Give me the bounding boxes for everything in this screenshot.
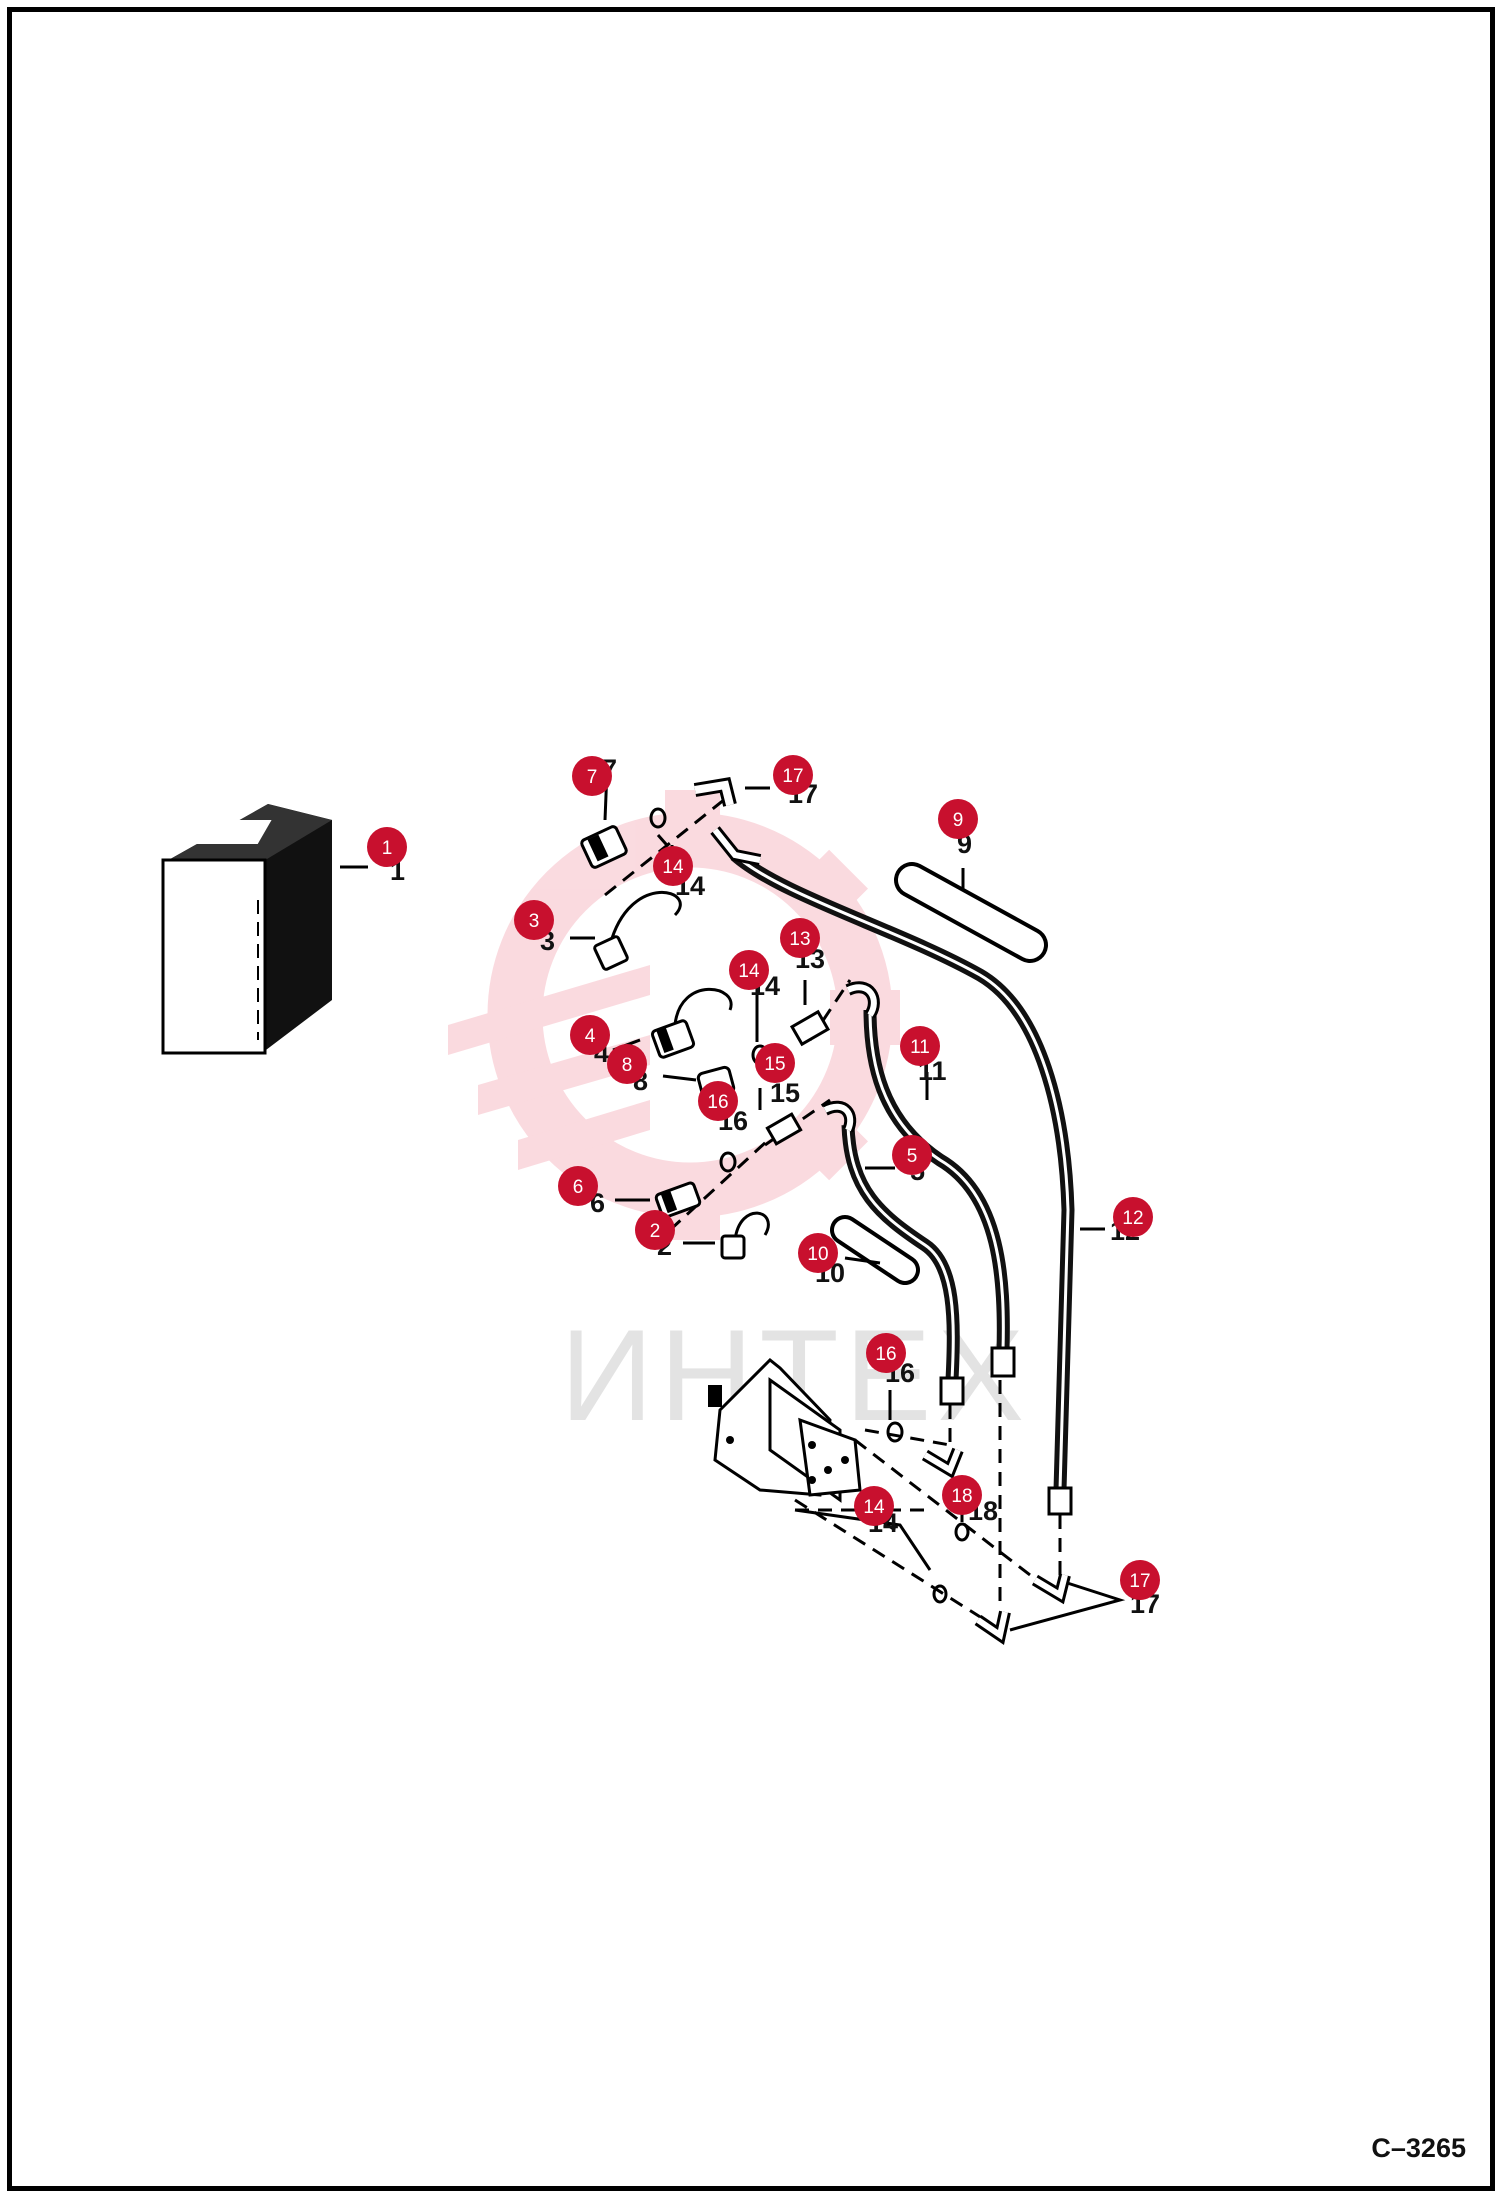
callout-5-text: 5 (907, 1146, 918, 1167)
elbow-17b-upper (1031, 1573, 1071, 1605)
bracket-lines (794, 1508, 1126, 1632)
callout-12[interactable]: 12 (1113, 1197, 1153, 1237)
battery-icon (161, 804, 332, 1055)
callout-9-text: 9 (953, 810, 964, 831)
callout-11-text: 11 (910, 1037, 930, 1058)
callout-13[interactable]: 13 (780, 918, 820, 958)
fitting-7 (580, 825, 628, 869)
elbow-17a (693, 777, 737, 807)
callout-14-low[interactable]: 14 (854, 1486, 894, 1526)
figure-id: C–3265 (1371, 2133, 1466, 2163)
callout-18-text: 18 (951, 1486, 972, 1507)
fitting-with-cap-3 (593, 891, 682, 971)
callout-16-mid[interactable]: 16 (698, 1081, 738, 1121)
callout-1-text: 1 (382, 838, 393, 859)
callout-14-low-text: 14 (863, 1497, 885, 1518)
callout-10-text: 10 (807, 1244, 828, 1265)
callout-14-top[interactable]: 14 (653, 846, 693, 886)
callout-markers[interactable]: 7 17 1 9 14 3 13 14 4 8 15 16 11 5 6 2 1… (367, 755, 1160, 1600)
callout-2-text: 2 (650, 1221, 661, 1242)
callout-14-mid-text: 14 (738, 961, 760, 982)
callout-17-top[interactable]: 17 (773, 755, 813, 795)
callout-16-low-text: 16 (875, 1344, 896, 1365)
callout-10[interactable]: 10 (798, 1233, 838, 1273)
coupler-6 (654, 1181, 702, 1219)
page-frame (7, 7, 1495, 2191)
callout-6-text: 6 (573, 1177, 584, 1198)
connector-15 (765, 1112, 803, 1146)
o-ring-18 (954, 1522, 970, 1542)
callout-15[interactable]: 15 (755, 1043, 795, 1083)
callout-14-top-text: 14 (662, 857, 684, 878)
callout-17-top-text: 17 (782, 766, 803, 787)
callout-17-low[interactable]: 17 (1120, 1560, 1160, 1600)
hose-end-fitting (1047, 1486, 1073, 1516)
callout-11[interactable]: 11 (900, 1026, 940, 1066)
callout-18[interactable]: 18 (942, 1475, 982, 1515)
coupler-4 (650, 987, 733, 1059)
callout-16-low[interactable]: 16 (866, 1333, 906, 1373)
callout-17-low-text: 17 (1129, 1571, 1150, 1592)
label-15: 15 (770, 1078, 800, 1108)
nut-2 (720, 1211, 770, 1260)
callout-5[interactable]: 5 (892, 1135, 932, 1175)
callout-8-text: 8 (622, 1055, 633, 1076)
callout-4[interactable]: 4 (570, 1015, 610, 1055)
elbow-17b-lower (974, 1610, 1011, 1645)
o-ring-16b (886, 1421, 904, 1443)
callout-8[interactable]: 8 (607, 1044, 647, 1084)
o-ring-14a (649, 807, 667, 829)
callout-7[interactable]: 7 (572, 756, 612, 796)
callout-3[interactable]: 3 (514, 900, 554, 940)
callout-16-mid-text: 16 (707, 1092, 728, 1113)
callout-12-text: 12 (1122, 1208, 1143, 1229)
callout-14-mid[interactable]: 14 (729, 950, 769, 990)
callout-1[interactable]: 1 (367, 827, 407, 867)
hydraulic-motor-icon (708, 1357, 862, 1503)
callout-4-text: 4 (585, 1026, 596, 1047)
callout-2[interactable]: 2 (635, 1210, 675, 1250)
callout-9[interactable]: 9 (938, 799, 978, 839)
callout-7-text: 7 (587, 767, 598, 788)
connector-13 (789, 1009, 831, 1047)
callout-3-text: 3 (529, 911, 540, 932)
callout-15-text: 15 (764, 1054, 785, 1075)
callout-6[interactable]: 6 (558, 1166, 598, 1206)
callout-13-text: 13 (789, 929, 810, 950)
sleeve-10 (830, 1215, 920, 1285)
elbow-18 (921, 1447, 964, 1479)
sleeve-9 (894, 862, 1048, 963)
o-ring-14c (932, 1584, 948, 1604)
o-ring-16a (719, 1151, 737, 1173)
